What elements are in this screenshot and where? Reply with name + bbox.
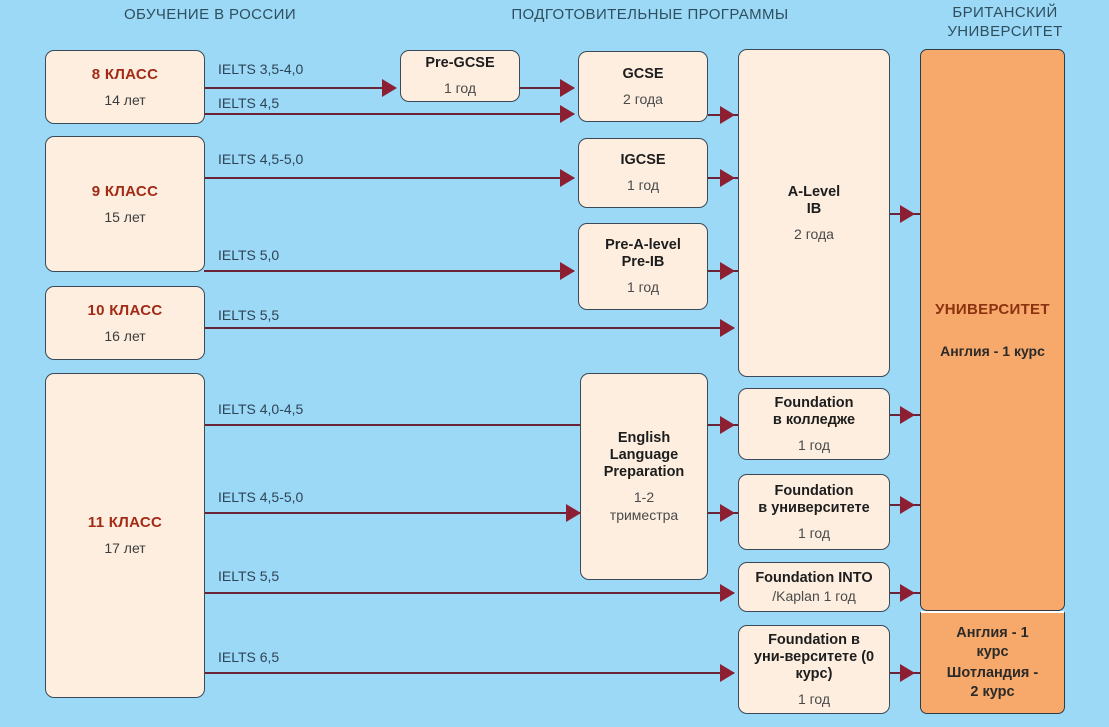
node-subtitle: 1 год: [797, 690, 831, 707]
node-title: 10 КЛАСС: [87, 301, 163, 319]
arrow-elp-uni: [720, 504, 735, 522]
node-grade-9[interactable]: 9 КЛАСС 15 лет: [45, 136, 205, 272]
arrow-grade9-igcse: [560, 169, 575, 187]
edge-label-ielts-50: IELTS 5,0: [218, 247, 280, 263]
connector-grade11-found0: [204, 672, 734, 675]
node-university-main[interactable]: УНИВЕРСИТЕТ Англия - 1 курс: [920, 49, 1065, 611]
column-header-university: БРИТАНСКИЙ УНИВЕРСИТЕТ: [947, 4, 1063, 40]
edge-label-ielts-45-50-b: IELTS 4,5-5,0: [218, 489, 304, 505]
column-header-preparatory: ПОДГОТОВИТЕЛЬНЫЕ ПРОГРАММЫ: [511, 6, 789, 23]
node-title: English Language Preparation: [603, 429, 685, 480]
connector-pregcse-gcse: [520, 87, 574, 90]
node-subtitle: 16 лет: [104, 327, 146, 344]
arrow-college-university: [900, 406, 915, 424]
node-title: Pre-GCSE: [425, 55, 495, 71]
node-title: 11 КЛАСС: [87, 514, 163, 531]
node-title: A-Level IB: [787, 183, 841, 217]
node-title: 8 КЛАСС: [91, 65, 159, 83]
arrow-founduni-university: [900, 496, 915, 514]
node-subtitle: 1 год: [626, 177, 660, 193]
arrow-found0-university: [900, 664, 915, 682]
connector-grade9-prealevel: [204, 270, 574, 273]
column-header-russia: ОБУЧЕНИЕ В РОССИИ: [123, 6, 297, 23]
node-subtitle: 17 лет: [104, 540, 146, 556]
node-gcse[interactable]: GCSE 2 года: [578, 51, 708, 122]
arrow-into-university: [900, 584, 915, 602]
arrow-grade10-alevel: [720, 319, 735, 337]
node-title: Foundation в колледже: [772, 394, 856, 428]
node-subtitle: Англия - 1 курс: [940, 342, 1045, 359]
arrow-elp-college: [720, 416, 735, 434]
node-foundation-into-kaplan[interactable]: Foundation INTO /Kaplan 1 год: [738, 562, 890, 612]
node-title: Англия - 1 курс: [956, 625, 1029, 660]
arrow-pregcse-gcse: [560, 79, 575, 97]
arrow-gcse-alevel: [720, 106, 735, 124]
node-subtitle: 15 лет: [104, 208, 146, 225]
node-university-bottom[interactable]: Англия - 1 курс Шотландия - 2 курс: [920, 611, 1065, 714]
node-title: IGCSE: [620, 152, 666, 168]
node-subtitle: 1 год: [443, 80, 477, 96]
node-grade-11[interactable]: 11 КЛАСС 17 лет: [45, 373, 205, 698]
arrow-grade11-elp: [566, 504, 581, 522]
arrow-grade9-prealevel: [560, 262, 575, 280]
edge-label-ielts-35-40: IELTS 3,5-4,0: [218, 61, 304, 77]
arrow-igcse-alevel: [720, 169, 735, 187]
node-subtitle: 1 год: [797, 436, 831, 453]
node-subtitle: 1-2 триместра: [609, 488, 679, 523]
arrow-alevel-university: [900, 205, 915, 223]
connector-grade8-pregcse: [204, 87, 394, 90]
connector-grade11-into: [204, 592, 734, 595]
node-pre-a-level[interactable]: Pre-A-level Pre-IB 1 год: [578, 223, 708, 310]
node-title: Pre-A-level Pre-IB: [605, 237, 681, 270]
node-a-level-ib[interactable]: A-Level IB 2 года: [738, 49, 890, 377]
node-subtitle: 1 год: [797, 524, 831, 541]
connector-grade8-gcse: [204, 113, 574, 116]
edge-label-ielts-55-a: IELTS 5,5: [218, 307, 280, 323]
node-title: Foundation INTO: [755, 570, 873, 586]
node-title: Foundation в уни-верситете (0 курс): [753, 631, 875, 682]
node-subtitle: Шотландия - 2 курс: [946, 665, 1039, 700]
node-foundation-university-zero-course[interactable]: Foundation в уни-верситете (0 курс) 1 го…: [738, 625, 890, 714]
edge-label-ielts-45-50-a: IELTS 4,5-5,0: [218, 151, 304, 167]
node-title: 9 КЛАСС: [91, 182, 159, 200]
node-foundation-college[interactable]: Foundation в колледже 1 год: [738, 388, 890, 460]
edge-label-ielts-65: IELTS 6,5: [218, 649, 280, 665]
node-title: Foundation в университете: [758, 482, 870, 516]
connector-grade11-elp-a: [204, 424, 584, 427]
node-foundation-university[interactable]: Foundation в университете 1 год: [738, 474, 890, 550]
node-subtitle: 2 года: [794, 225, 834, 242]
node-subtitle: /Kaplan 1 год: [772, 588, 856, 604]
node-igcse[interactable]: IGCSE 1 год: [578, 138, 708, 208]
arrow-grade8-gcse: [560, 105, 575, 123]
node-subtitle: 1 год: [626, 279, 660, 295]
edge-label-ielts-55-b: IELTS 5,5: [218, 568, 280, 584]
connector-grade10-alevel: [204, 327, 734, 330]
edge-label-ielts-45: IELTS 4,5: [218, 95, 280, 111]
node-subtitle: 14 лет: [104, 91, 146, 108]
arrow-prealevel-alevel: [720, 262, 735, 280]
connector-grade9-igcse: [204, 177, 574, 180]
arrow-grade8-pregcse: [382, 79, 397, 97]
node-grade-10[interactable]: 10 КЛАСС 16 лет: [45, 286, 205, 360]
connector-grade11-elp-b: [204, 512, 580, 515]
node-subtitle: 2 года: [623, 90, 663, 107]
arrow-grade11-into: [720, 584, 735, 602]
node-title: УНИВЕРСИТЕТ: [935, 300, 1050, 318]
node-english-language-preparation[interactable]: English Language Preparation 1-2 тримест…: [580, 373, 708, 580]
node-pre-gcse[interactable]: Pre-GCSE 1 год: [400, 50, 520, 102]
edge-label-ielts-40-45: IELTS 4,0-4,5: [218, 401, 304, 417]
arrow-grade11-found0: [720, 664, 735, 682]
node-title: GCSE: [622, 65, 664, 82]
node-grade-8[interactable]: 8 КЛАСС 14 лет: [45, 50, 205, 124]
